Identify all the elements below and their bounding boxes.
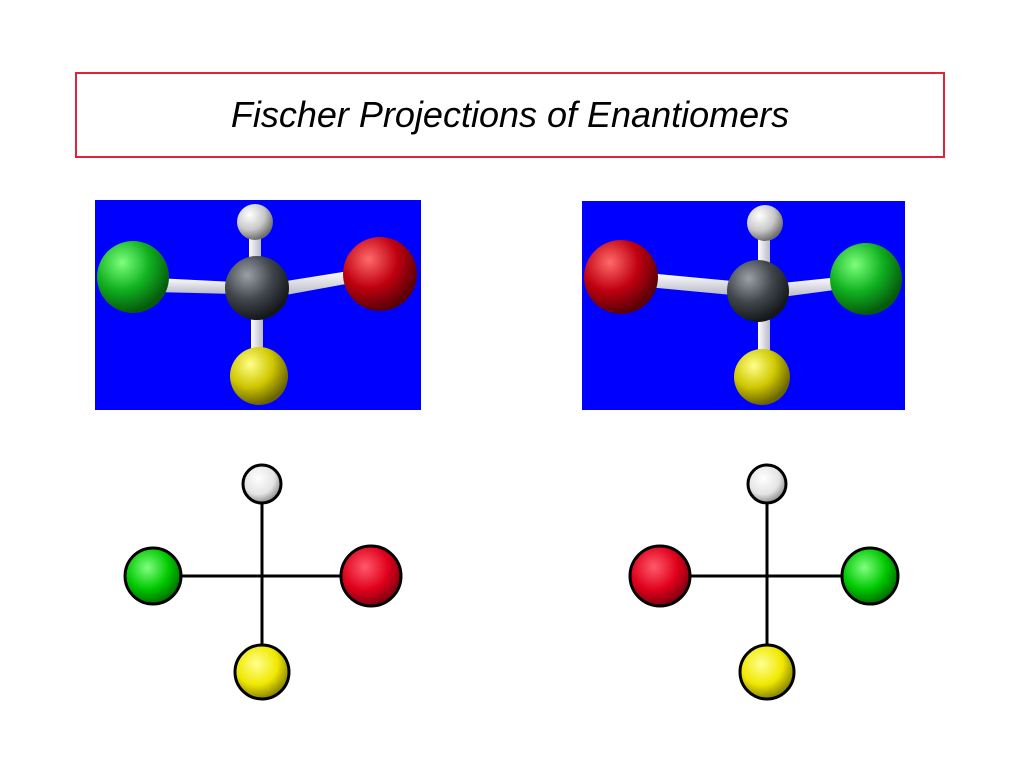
fischer-atom-white — [241, 463, 283, 505]
atom-yellow — [734, 349, 790, 405]
fischer-projection-left — [115, 455, 415, 705]
atom-carbon — [727, 260, 789, 322]
atom-red — [343, 237, 417, 311]
fischer-projection-right — [620, 455, 920, 705]
fischer-atom-yellow — [233, 643, 291, 701]
atom-carbon — [225, 256, 289, 320]
atom-green — [97, 241, 169, 313]
model-right-svg — [584, 205, 902, 405]
bond-left — [155, 278, 235, 294]
fischer-right-svg — [628, 463, 900, 701]
atom-yellow — [230, 347, 288, 405]
atom-white — [237, 204, 273, 240]
fischer-atom-red — [339, 544, 403, 608]
ball-and-stick-model-right — [582, 201, 905, 410]
title-box: Fischer Projections of Enantiomers — [75, 72, 945, 158]
fischer-atom-white — [746, 463, 788, 505]
fischer-atom-yellow — [738, 643, 796, 701]
fischer-left-svg — [123, 463, 403, 701]
bond-right — [782, 277, 842, 297]
atom-green — [830, 243, 902, 315]
bond-left — [647, 273, 732, 295]
bond-right — [280, 270, 357, 296]
atom-red — [584, 240, 658, 314]
fischer-atom-red — [628, 544, 692, 608]
fischer-atom-green — [123, 546, 183, 606]
atom-white — [747, 205, 783, 241]
ball-and-stick-model-left — [95, 200, 421, 410]
fischer-atom-green — [840, 546, 900, 606]
model-left-svg — [97, 204, 417, 405]
slide-title: Fischer Projections of Enantiomers — [230, 94, 790, 135]
